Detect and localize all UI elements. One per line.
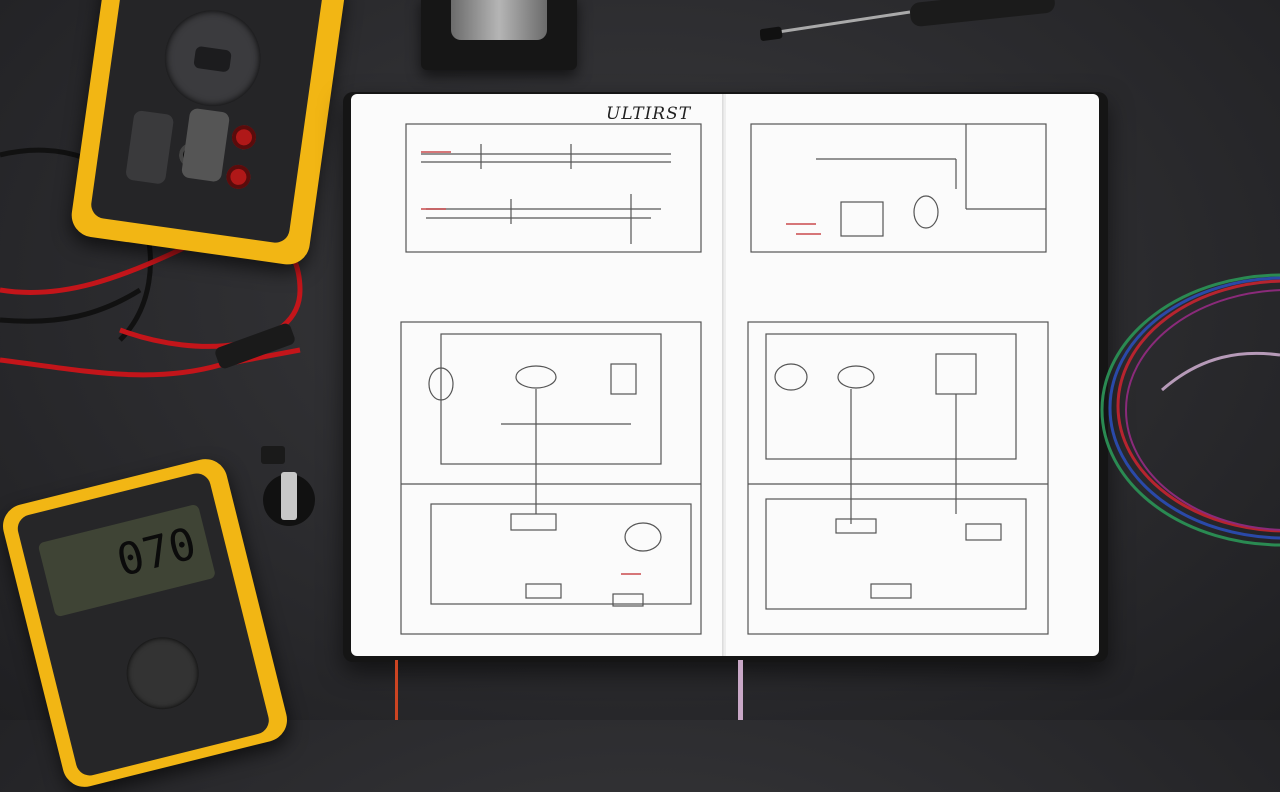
probe-jack-red [224,163,252,191]
multimeter-bottom: 070 [0,454,292,792]
potentiometer [261,446,315,526]
notebook-page-left: ULTIRST [351,94,724,656]
wire-coil [1100,273,1280,547]
multimeter-face: 070 [14,470,272,779]
notebook-spine [722,94,728,656]
solder-spool [421,0,577,70]
notebook-page-right [726,94,1099,656]
notebook-bookmark [738,660,743,720]
screwdriver [760,0,1055,41]
multimeter-face [89,0,324,245]
dial-knob [193,45,232,73]
rotary-dial [119,629,207,717]
solder-wire [451,0,547,40]
schematic-drawings-left [400,123,702,635]
probe-plug [125,109,175,185]
rotary-dial [158,3,267,113]
notebook: ULTIRST [343,92,1108,662]
notebook-ribbon [395,660,398,720]
probe-plug [180,107,231,183]
schematic-drawings-right [747,123,1049,635]
lcd-display: 070 [37,503,217,618]
multimeter-top [68,0,348,268]
probe-jack-red [230,123,258,151]
notebook-title: ULTIRST [606,104,692,124]
